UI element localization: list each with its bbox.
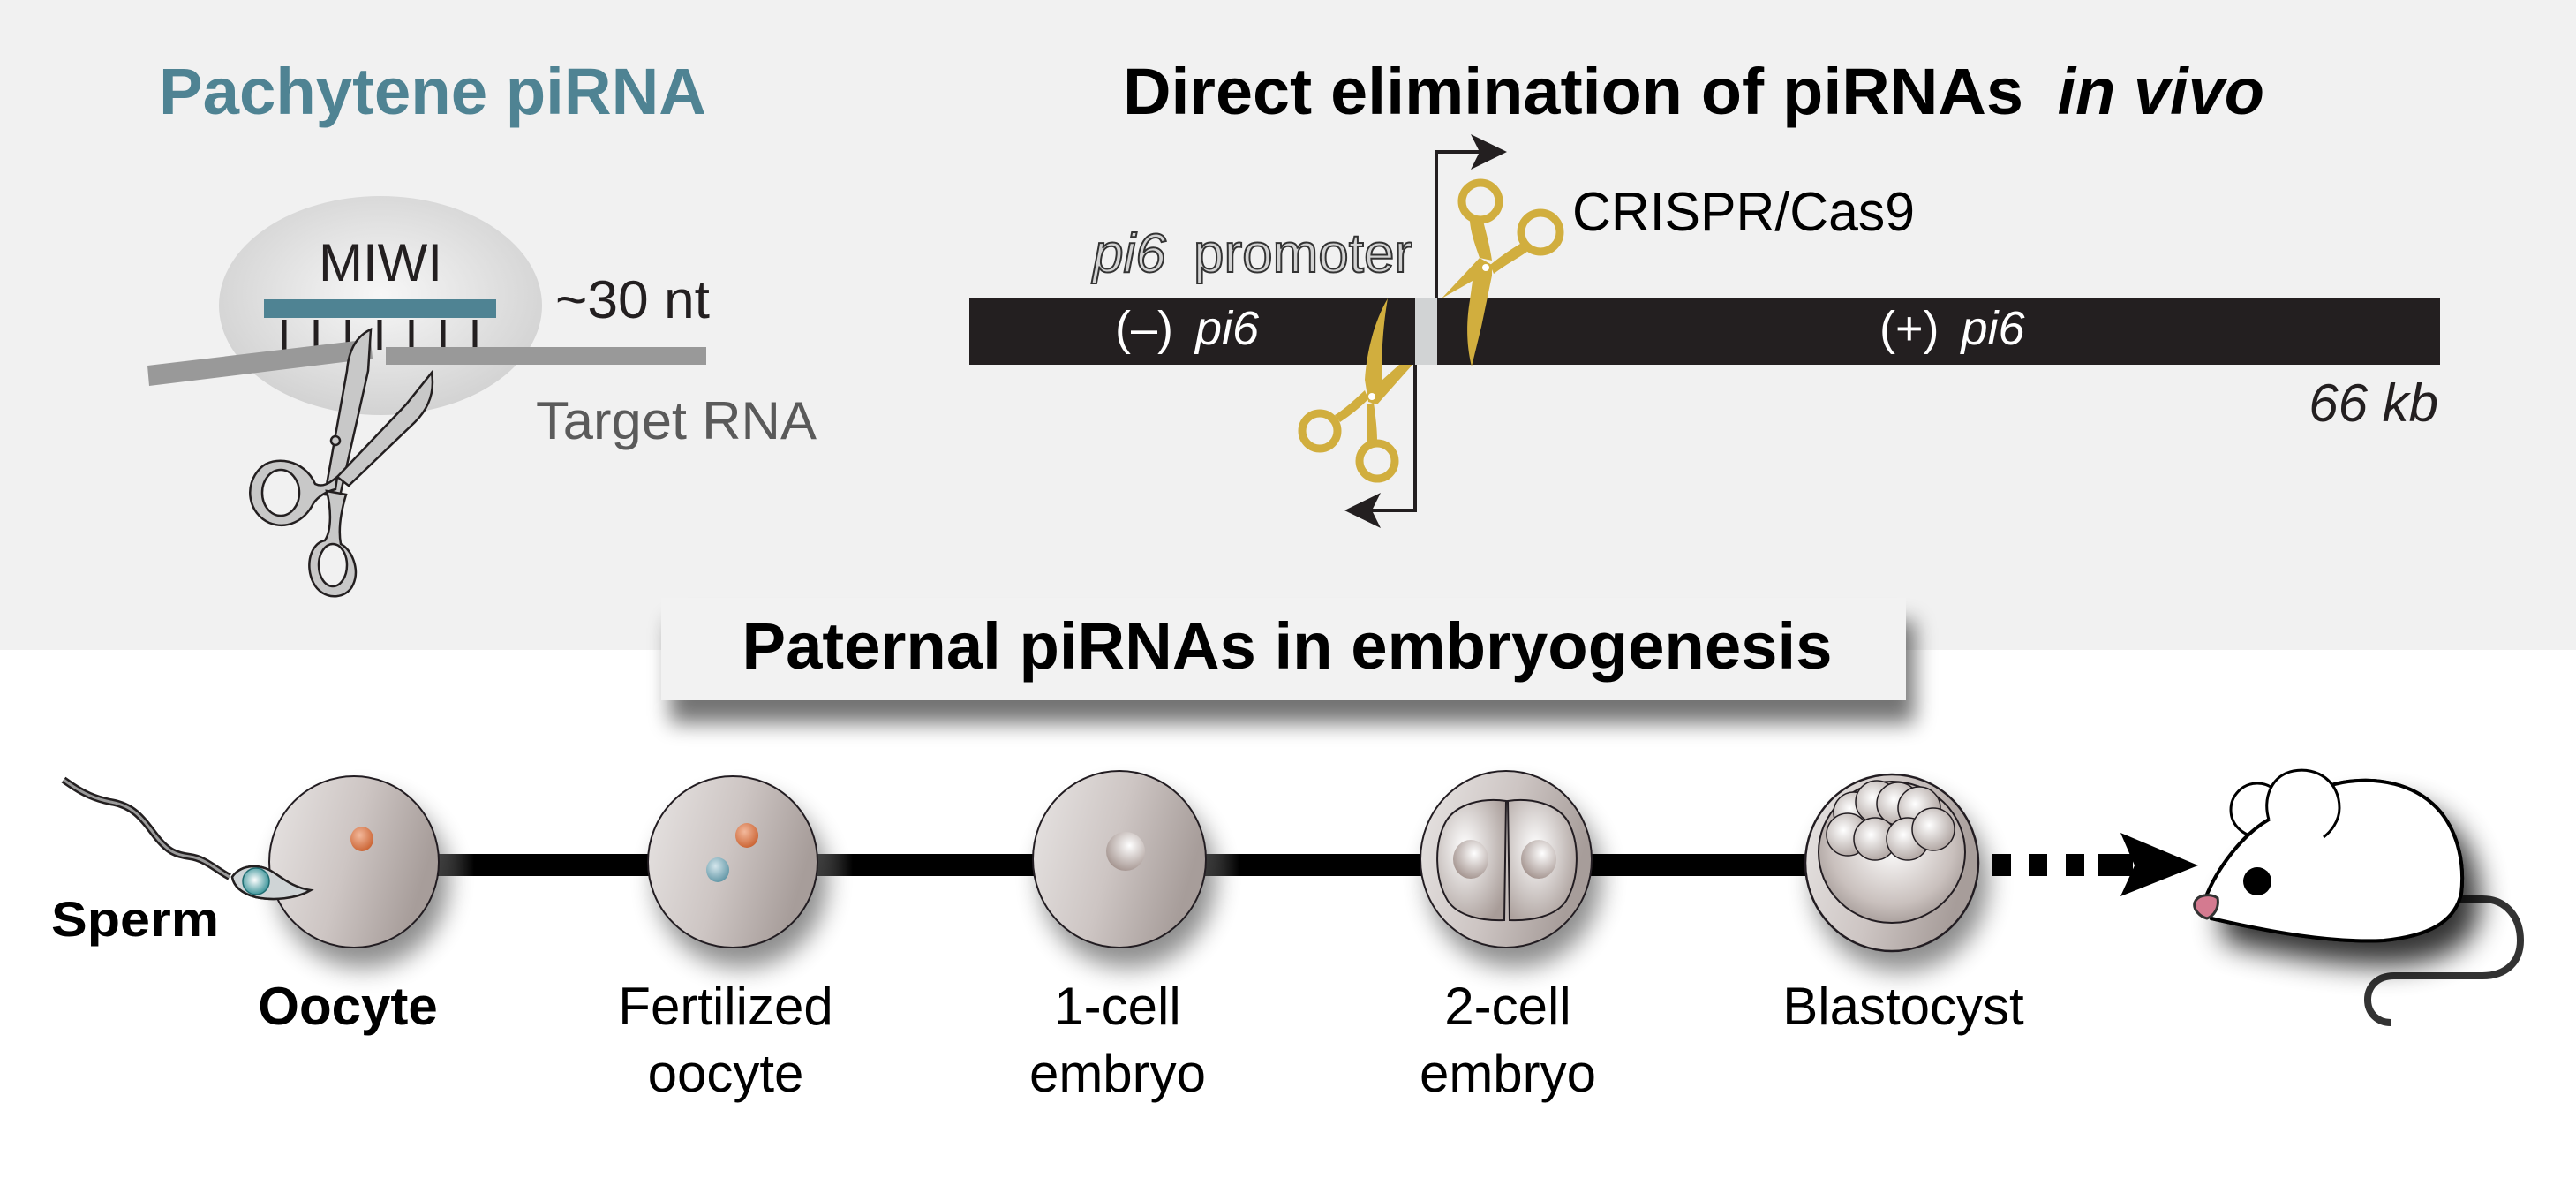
stage-label-one-cell: 1-cell <box>1054 977 1180 1036</box>
timeline-fade-2 <box>817 854 853 876</box>
length-label: ~30 nt <box>555 270 710 329</box>
timeline-fade-1 <box>439 854 474 876</box>
inner-cell-mass <box>1826 780 1955 861</box>
sperm-head <box>230 865 314 901</box>
miwi-label: MIWI <box>319 233 442 292</box>
two-cell-embryo <box>1420 770 1593 948</box>
stage-label-one-cell-2: embryo <box>1029 1044 1206 1103</box>
target-rna <box>386 347 706 365</box>
maternal-pronucleus <box>350 827 373 851</box>
pachytene-title: Pachytene piRNA <box>159 55 706 128</box>
minus-strand-label: (–) pi6 <box>1115 302 1260 355</box>
direct-elimination-panel: Direct elimination of piRNAs in vivo (–)… <box>969 55 2440 528</box>
blastocyst <box>1804 773 1980 953</box>
locus-length-label: 66 kb <box>2309 374 2438 433</box>
cas9-scissors-icon-top <box>1442 178 1564 366</box>
stage-label-two-cell-2: embryo <box>1420 1044 1596 1103</box>
fertilized-oocyte-cell <box>647 775 818 948</box>
oocyte-cell <box>268 775 440 948</box>
genome-locus-bar <box>969 298 2440 365</box>
zygote-nucleus <box>1106 832 1145 871</box>
embryogenesis-title: Paternal piRNAs in embryogenesis <box>742 609 1833 683</box>
one-cell-embryo <box>1032 770 1207 948</box>
target-rna-cleaved-fragment <box>147 339 373 386</box>
stage-label-two-cell: 2-cell <box>1444 977 1570 1036</box>
embryogenesis-panel: Paternal piRNAs in embryogenesis Sperm <box>51 598 2525 1103</box>
timeline-fade-3 <box>1204 854 1239 876</box>
direct-elimination-title: Direct elimination of piRNAs in vivo <box>1123 55 2264 128</box>
mouse-nose <box>2193 894 2219 920</box>
promoter-region <box>1415 298 1437 365</box>
cas9-scissors-icon-bottom <box>1298 298 1412 483</box>
minus-strand-transcription-arrow <box>1344 365 1417 528</box>
stage-label-fertilized-2: oocyte <box>648 1044 804 1103</box>
mouse-front-ear <box>2265 768 2341 839</box>
sperm-label: Sperm <box>51 891 219 947</box>
pachytene-pirna-panel: Pachytene piRNA MIWI ~30 nt Target RNA <box>147 55 817 598</box>
stage-label-blastocyst: Blastocyst <box>1782 977 2024 1036</box>
blastomere-nucleus <box>1521 840 1556 879</box>
promoter-label: pi6 promoter <box>1091 223 1412 284</box>
mouse-icon <box>2193 768 2525 1026</box>
development-arrow <box>1992 833 2198 896</box>
plus-strand-label: (+) pi6 <box>1879 302 2026 355</box>
paternal-pronucleus <box>706 857 729 882</box>
title-main: Direct elimination of piRNAs <box>1123 55 2023 128</box>
title-italic: in vivo <box>2058 55 2264 128</box>
embryogenesis-title-box <box>661 598 1906 700</box>
bottom-panel-background <box>0 650 2576 1186</box>
maternal-pronucleus <box>735 823 758 848</box>
stage-label-fertilized: Fertilized <box>618 977 832 1036</box>
blastomere-nucleus <box>1453 840 1488 879</box>
stage-label-oocyte: Oocyte <box>258 977 437 1036</box>
stage-labels: Oocyte Fertilized oocyte 1-cell embryo 2… <box>258 977 2024 1103</box>
crispr-label: CRISPR/Cas9 <box>1572 182 1915 243</box>
mouse-tail <box>2363 895 2525 1026</box>
pirna-guide-strand <box>264 299 496 318</box>
mouse-eye <box>2243 867 2271 895</box>
target-rna-label: Target RNA <box>536 391 817 450</box>
plus-strand-transcription-arrow <box>1435 134 1507 298</box>
scissors-icon <box>249 327 434 598</box>
